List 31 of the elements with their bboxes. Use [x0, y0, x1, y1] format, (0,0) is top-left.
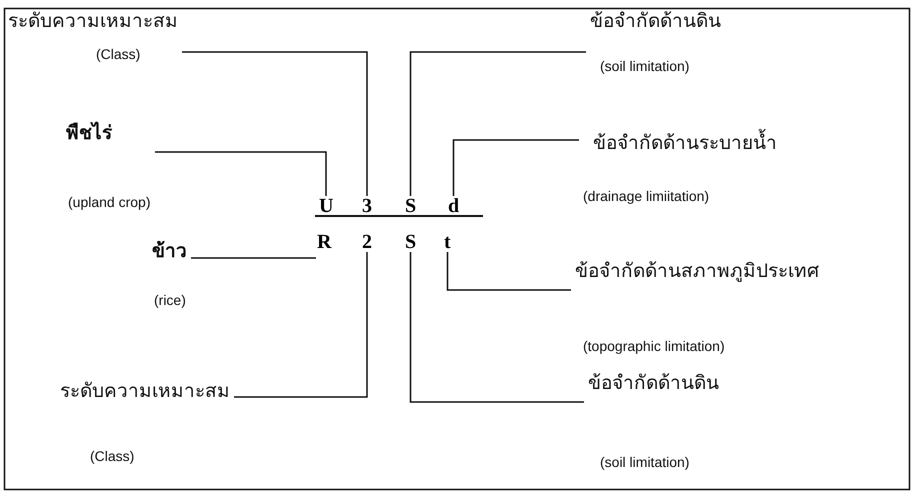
english-label: (upland crop) [68, 194, 150, 211]
leader-line [182, 51, 368, 196]
english-label: (Class) [96, 46, 140, 63]
leader-line [446, 252, 571, 291]
english-label: (soil limitation) [600, 454, 690, 471]
code-letter: R [316, 232, 332, 252]
thai-label: พืชไร่ [66, 122, 112, 145]
leader-line [410, 51, 586, 196]
thai-label: ข้อจำกัดด้านสภาพภูมิประเทศ [575, 260, 819, 283]
english-label: (soil limitation) [600, 58, 690, 75]
code-letter: 3 [361, 196, 373, 216]
code-letter: 2 [361, 232, 373, 252]
thai-label: ข้าว [152, 240, 187, 263]
english-label: (Class) [90, 448, 134, 465]
thai-label: ข้อจำกัดด้านดิน [590, 10, 721, 33]
leader-line [234, 252, 368, 398]
leader-line [410, 252, 584, 403]
code-letter: S [404, 232, 418, 252]
english-label: (drainage limiitation) [583, 188, 710, 205]
code-letter: U [318, 196, 334, 216]
thai-label: ระดับความเหมาะสม [60, 380, 230, 403]
leader-line [155, 151, 327, 196]
code-letter: S [404, 196, 418, 216]
leader-line [452, 139, 579, 196]
thai-label: ระดับความเหมาะสม [8, 10, 178, 33]
thai-label: ข้อจำกัดด้านดิน [588, 372, 719, 395]
english-label: (rice) [154, 292, 186, 309]
leader-line [191, 257, 316, 259]
code-letter: t [443, 232, 452, 252]
code-letter: d [447, 196, 460, 216]
english-label: (topographic limitation) [583, 338, 725, 355]
